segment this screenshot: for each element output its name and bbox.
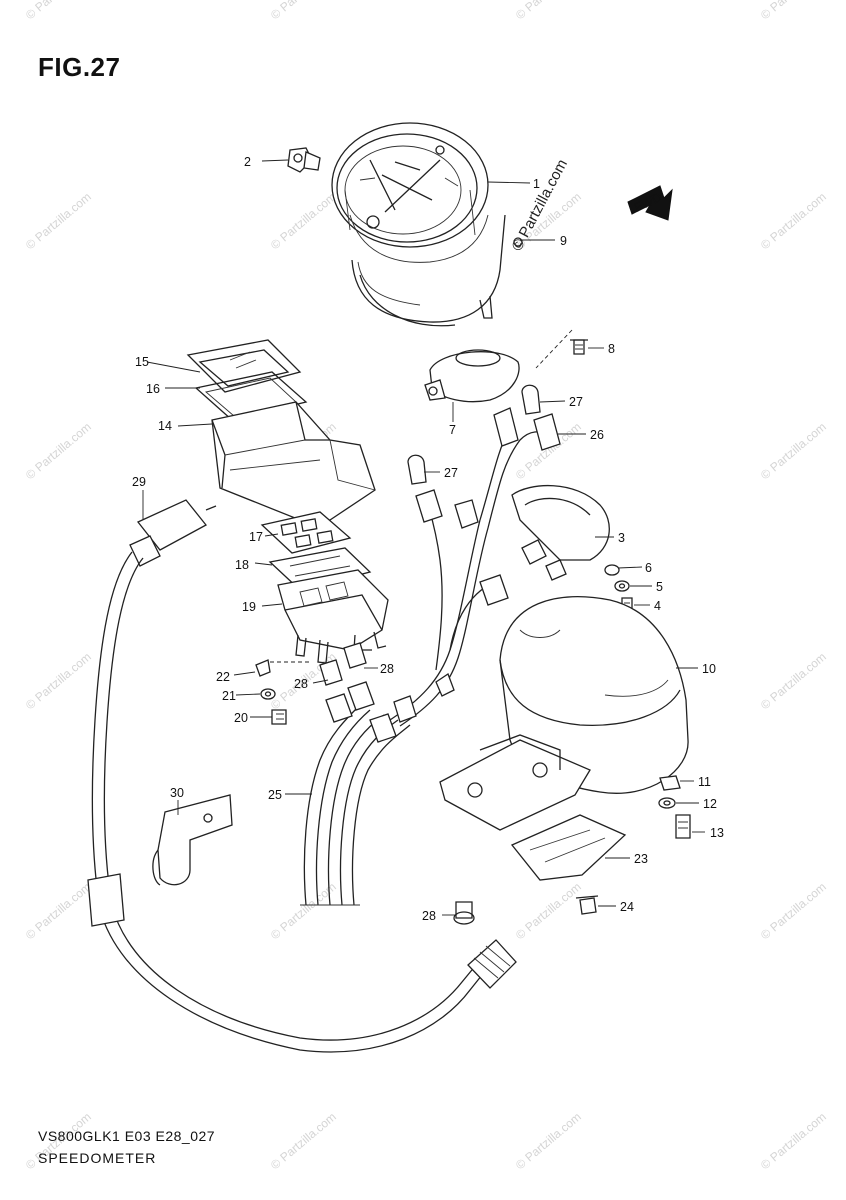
callout-22: 22 — [216, 670, 230, 684]
callout-26: 26 — [590, 428, 604, 442]
watermark-repeat: © Partzilla.com — [23, 880, 94, 943]
part-21-washer[interactable] — [260, 688, 276, 700]
callout-21: 21 — [222, 689, 236, 703]
part-30-speedometer-cable[interactable] — [87, 499, 517, 1053]
model-code: VS800GLK1 E03 E28_027 — [38, 1128, 216, 1144]
callout-11: 11 — [698, 775, 711, 789]
callout-30: 29 — [132, 475, 146, 489]
part-6-washer[interactable] — [604, 564, 620, 576]
part-22-clip[interactable] — [255, 659, 310, 677]
watermark-repeat: © Partzilla.com — [513, 0, 584, 22]
part-8-screw[interactable] — [535, 329, 588, 369]
callout-14: 14 — [158, 419, 172, 433]
part-5-washer[interactable] — [614, 580, 630, 592]
callout-5: 5 — [656, 580, 663, 594]
part-9-screw[interactable] — [513, 237, 523, 247]
part-3-harness-bracket[interactable] — [511, 484, 610, 581]
watermark-repeat: © Partzilla.com — [268, 1110, 339, 1173]
part-28-bulb-socket[interactable] — [319, 489, 479, 743]
callout-9: 9 — [560, 234, 567, 248]
callout-6: 6 — [645, 561, 652, 575]
callout-10: 10 — [702, 662, 716, 676]
watermark-repeat: © Partzilla.com — [23, 650, 94, 713]
callout-16: 16 — [146, 382, 160, 396]
callout-8: 8 — [608, 342, 615, 356]
part-27-bulb[interactable] — [407, 384, 541, 485]
part-13-bolt[interactable] — [675, 814, 691, 839]
watermark-repeat: © Partzilla.com — [23, 190, 94, 253]
callout-31: 30 — [170, 786, 184, 800]
callout-23: 23 — [634, 852, 648, 866]
leader-lines — [142, 159, 705, 916]
watermark-repeat: © Partzilla.com — [268, 0, 339, 22]
part-11-nut[interactable] — [659, 775, 681, 791]
callout-28a: 28 — [380, 662, 394, 676]
part-20-screw[interactable] — [271, 709, 287, 725]
callout-18: 18 — [235, 558, 249, 572]
callout-13: 13 — [710, 826, 724, 840]
part-23-meter-bracket[interactable] — [439, 734, 627, 881]
section-name: SPEEDOMETER — [38, 1150, 157, 1166]
callout-17: 17 — [249, 530, 263, 544]
watermark-repeat: © Partzilla.com — [758, 190, 829, 253]
watermark-repeat: © Partzilla.com — [513, 1110, 584, 1173]
callout-4: 4 — [654, 599, 661, 613]
callout-27a: 27 — [569, 395, 583, 409]
callout-2: 2 — [244, 155, 251, 169]
part-1-speedometer-gauge[interactable] — [331, 122, 506, 327]
part-7-meter-socket-housing[interactable] — [424, 349, 520, 403]
callout-7: 7 — [449, 423, 456, 437]
watermark-repeat: © Partzilla.com — [23, 420, 94, 483]
callout-19: 19 — [242, 600, 256, 614]
part-24-screw[interactable] — [575, 895, 599, 915]
watermark-repeat: © Partzilla.com — [758, 650, 829, 713]
callout-15: 15 — [135, 355, 149, 369]
part-19-indicator-socket-block[interactable] — [277, 569, 389, 664]
watermark-repeat: © Partzilla.com — [268, 190, 339, 253]
callout-12: 12 — [703, 797, 717, 811]
callout-3: 3 — [618, 531, 625, 545]
watermark-repeat: © Partzilla.com — [758, 0, 829, 22]
part-26-bulb-socket[interactable] — [493, 407, 561, 451]
forward-direction-badge: FWD — [627, 185, 673, 221]
callout-20: 20 — [234, 711, 248, 725]
part-17-indicator-gasket[interactable] — [260, 511, 352, 554]
part-31-cable-clamp[interactable] — [152, 794, 233, 886]
callout-28b: 28 — [294, 677, 308, 691]
part-14-indicator-case[interactable] — [211, 401, 376, 521]
watermark-repeat: © Partzilla.com — [268, 880, 339, 943]
callout-25: 25 — [268, 788, 282, 802]
callout-labels: 2 1 9 8 15 16 14 29 17 18 19 22 21 20 25… — [132, 155, 724, 923]
watermark-repeat: © Partzilla.com — [758, 420, 829, 483]
callout-24: 24 — [620, 900, 634, 914]
callout-29: 28 — [422, 909, 436, 923]
watermark-repeat: © Partzilla.com — [513, 880, 584, 943]
figure-title: FIG.27 — [38, 52, 121, 82]
callout-27b: 27 — [444, 466, 458, 480]
part-29-grommet[interactable] — [453, 901, 475, 925]
watermark-repeat: © Partzilla.com — [758, 880, 829, 943]
part-12-washer[interactable] — [658, 797, 676, 809]
part-15-indicator-lens[interactable] — [186, 339, 302, 393]
callout-1: 1 — [533, 177, 540, 191]
watermark-repeat: © Partzilla.com — [758, 1110, 829, 1173]
part-2-bulb-socket[interactable] — [287, 147, 321, 173]
watermark-repeat: © Partzilla.com — [23, 0, 94, 22]
